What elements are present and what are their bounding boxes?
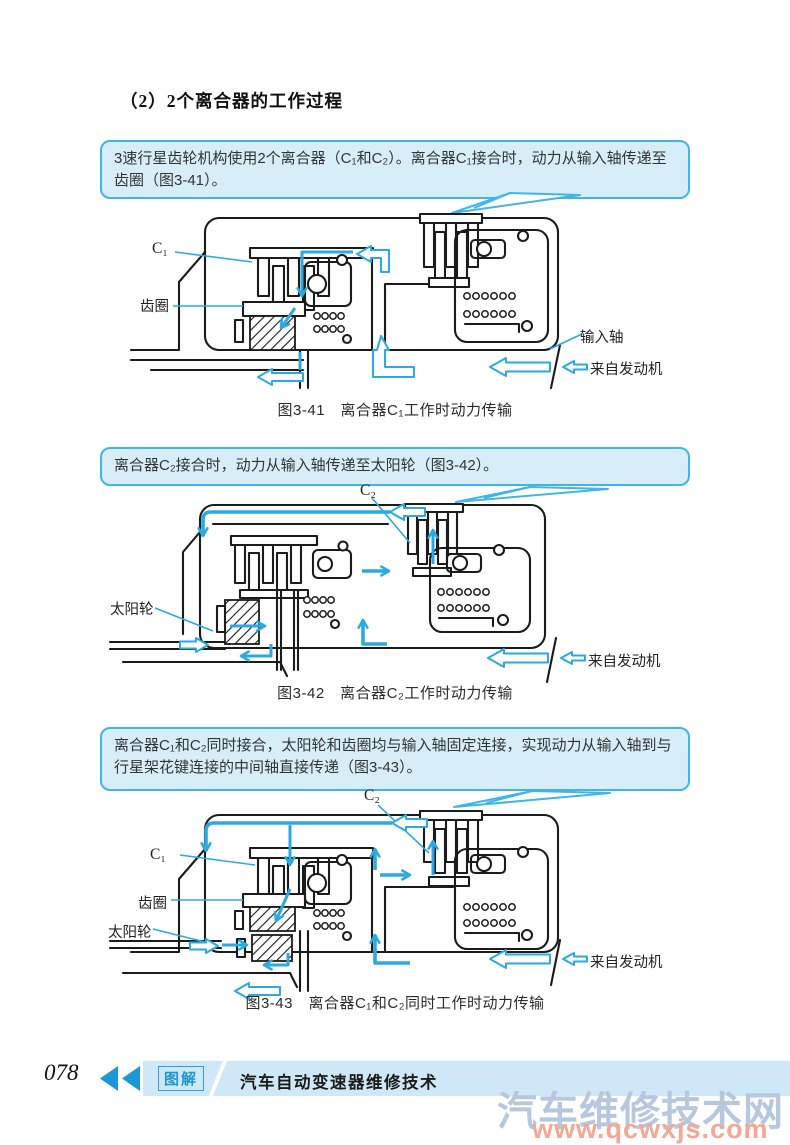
power-flow-arrows xyxy=(173,245,588,386)
label-sun-gear: 太阳轮 xyxy=(110,602,154,618)
label-clutch-c2: C₂ xyxy=(360,482,376,499)
power-flow-arrows xyxy=(152,804,588,1000)
power-flow-arrows xyxy=(154,497,586,668)
double-left-arrow-icon xyxy=(100,1066,140,1091)
piston-and-springs xyxy=(303,253,353,345)
fig-3-43-diagram xyxy=(108,804,588,1000)
label-from-engine: 来自发动机 xyxy=(590,362,663,378)
right-drum-assembly xyxy=(453,845,550,951)
page-number: 078 xyxy=(44,1060,79,1085)
watermark-url: www.qcwxjs.com xyxy=(532,1114,769,1144)
right-drum-assembly xyxy=(453,228,550,344)
piston-and-springs xyxy=(303,540,353,630)
housing-outline xyxy=(129,216,562,390)
label-from-engine: 来自发动机 xyxy=(588,654,661,670)
ring-gear-block xyxy=(233,300,310,390)
callout-text-2: 离合器C₂接合时，动力从输入轴传递至太阳轮（图3-42）。 xyxy=(114,457,499,474)
watermark-site-name: 汽车维修技术网 xyxy=(497,1090,784,1134)
footer-band xyxy=(143,1061,790,1096)
housing-outline xyxy=(108,813,562,989)
label-input-shaft: 输入轴 xyxy=(580,330,624,346)
sun-gear-block xyxy=(215,588,300,672)
label-from-engine: 来自发动机 xyxy=(590,955,663,971)
label-sun-gear: 太阳轮 xyxy=(108,925,152,941)
label-clutch-c2: C₂ xyxy=(364,787,380,804)
figure-caption-3-41: 图3-41 离合器C₁工作时动力传输 xyxy=(277,402,513,419)
ring-and-sun-gear-blocks xyxy=(233,892,310,993)
label-ring-gear: 齿圈 xyxy=(140,299,169,315)
callout-box-2: 离合器C₂接合时，动力从输入轴传递至太阳轮（图3-42）。 xyxy=(100,447,690,486)
label-ring-gear: 齿圈 xyxy=(138,896,167,912)
callout-text-1: 3速行星齿轮机构使用2个离合器（C₁和C₂）。离合器C₁接合时，动力从输入轴传递… xyxy=(114,150,667,189)
housing-outline xyxy=(108,503,558,684)
series-badge: 图解 xyxy=(158,1066,205,1091)
fig-3-41-diagram xyxy=(129,212,588,390)
label-clutch-c1: C₁ xyxy=(150,846,166,863)
callout-box-3: 离合器C₁和C₂同时接合，太阳轮和齿圈均与输入轴固定连接，实现动力从输入轴到与行… xyxy=(100,727,690,791)
right-drum-assembly xyxy=(428,543,532,634)
figure-caption-3-43: 图3-43 离合器C₁和C₂同时工作时动力传输 xyxy=(245,995,545,1012)
callout-box-1: 3速行星齿轮机构使用2个离合器（C₁和C₂）。离合器C₁接合时，动力从输入轴传递… xyxy=(100,140,690,200)
piston-and-springs xyxy=(303,853,353,942)
clutch-c1-pack xyxy=(229,534,319,600)
book-title: 汽车自动变速器维修技术 xyxy=(240,1074,438,1092)
callout-text-3: 离合器C₁和C₂同时接合，太阳轮和齿圈均与输入轴固定连接，实现动力从输入轴到与行… xyxy=(114,737,672,776)
clutch-c2-pack xyxy=(418,212,484,289)
section-heading: （2）2个离合器的工作过程 xyxy=(120,91,343,111)
figure-caption-3-42: 图3-42 离合器C₂工作时动力传输 xyxy=(277,685,513,702)
fig-3-42-diagram xyxy=(108,497,586,684)
label-clutch-c1: C₁ xyxy=(152,240,168,257)
